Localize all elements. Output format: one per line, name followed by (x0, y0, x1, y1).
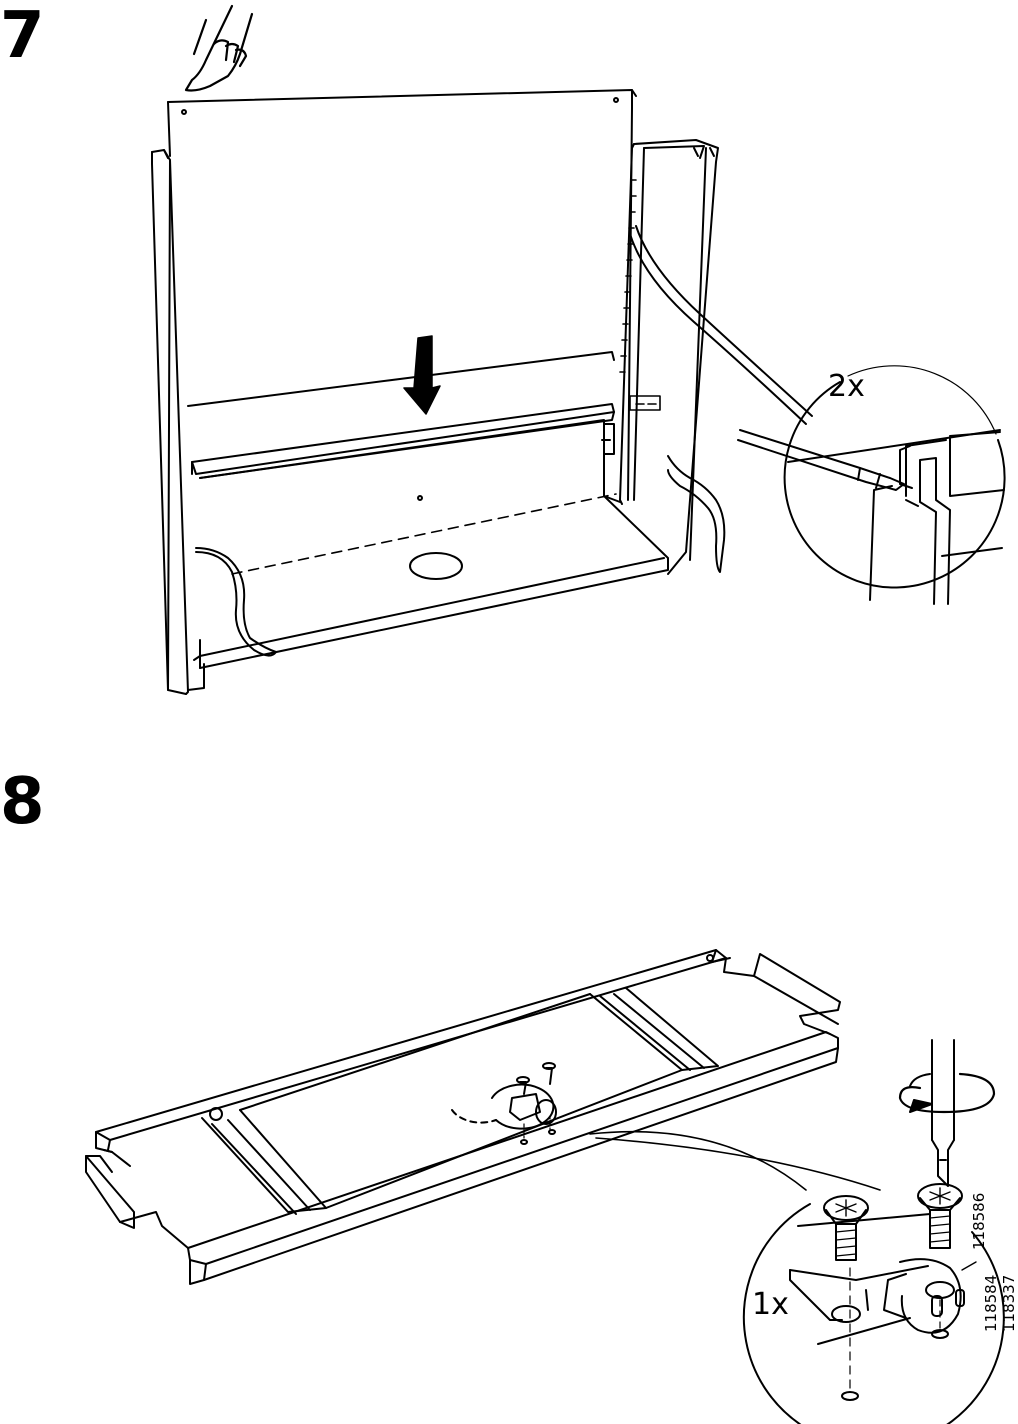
pointing-hand-icon (186, 6, 252, 91)
part-number: 118586 (970, 1193, 988, 1250)
right-side-panel (620, 140, 718, 574)
back-panel (168, 90, 636, 500)
detail-circle-step-7 (785, 366, 1005, 604)
quantity-label-step-8: 1x (752, 1290, 789, 1320)
part-number: 118337 (1000, 1275, 1018, 1332)
rotate-clockwise-icon (900, 1074, 994, 1112)
part-number: 118584 (982, 1275, 1000, 1332)
base-frame (86, 950, 840, 1284)
quantity-label-step-7: 2x (828, 372, 865, 402)
left-side-panel (152, 150, 188, 694)
screwdriver-icon (738, 430, 904, 490)
front-rail (188, 352, 614, 478)
lock-assembly (452, 1063, 556, 1144)
bottom-board (188, 420, 668, 690)
screw-icon (824, 1196, 868, 1260)
screw-icon (918, 1184, 962, 1248)
